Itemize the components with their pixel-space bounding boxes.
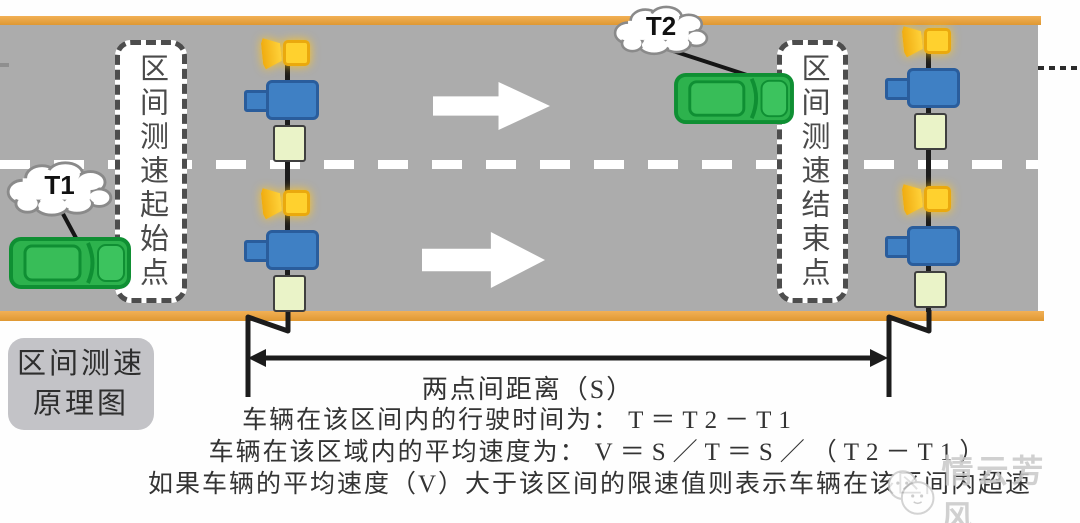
cloud-icon [613,5,709,56]
watermark-mascot-icon [887,470,935,515]
flash-lamp-icon [903,24,951,58]
road-edge-top [0,16,1041,25]
control-box-icon [273,125,306,162]
dotted-guide-line [1038,66,1080,70]
lane-divider-line [0,160,1038,169]
camera-pole-left [285,54,290,312]
avg-speed-line: 车辆在该区域内的平均速度为： V＝S／T＝S／（T2－T1） [120,432,1080,468]
cloud-icon [6,161,113,217]
flash-lamp-icon [262,186,310,220]
avg-speed-formula: V＝S／T＝S／（T2－T1） [594,439,992,466]
road-edge-bottom [0,311,1044,321]
flash-body [283,190,310,216]
speed-camera-unit [885,24,963,150]
car-icon [9,237,131,289]
t2-label: T2 [645,11,677,41]
control-box-icon [914,113,947,150]
t1-cloud: T1 [1,157,118,219]
flash-lamp-icon [262,36,310,70]
watermark: 情云芳风 [884,446,1080,523]
title-line-1: 区间测速 [16,348,145,380]
conclusion-line: 如果车辆的平均速度（V）大于该区间的限速值则表示车辆在该区间内超速 [147,471,1033,498]
flash-horn [260,185,282,221]
end-zone-label: 区间测速结束点 [797,52,829,291]
avg-speed-label: 车辆在该区域内的平均速度为： [208,439,587,466]
car-icon [674,72,794,125]
flash-body [924,28,951,54]
distance-label: 两点间距离（S） [421,375,635,404]
distance-arrowhead-left [248,349,266,367]
title-line-2: 原理图 [32,388,129,420]
speed-camera-unit [244,186,322,312]
camera-body-icon [266,230,319,270]
travel-time-formula: T＝T2－T1 [628,407,798,434]
camera-body-icon [907,226,960,266]
flash-body [283,40,310,66]
t2-cloud: T2 [609,1,713,58]
diagram-title-box: 区间测速 原理图 [8,338,154,430]
flash-body [924,186,951,212]
control-box-icon [273,275,306,312]
speed-camera-unit [244,36,322,162]
travel-time-label: 车辆在该区间内的行驶时间为： [242,407,621,434]
flash-lamp-icon [903,182,951,216]
left-edge-tick [0,63,9,67]
speed-camera-unit [885,182,963,308]
camera-pole-right [926,42,931,312]
flash-horn [901,181,923,217]
t1-label: T1 [44,169,75,200]
start-zone-label: 区间测速起始点 [135,52,168,291]
distance-arrowhead-right [870,349,888,367]
control-box-icon [914,271,947,308]
watermark-text: 情云芳风 [941,453,1047,523]
camera-body-icon [266,80,319,120]
camera-body-icon [907,68,960,108]
travel-time-line: 车辆在该区间内的行驶时间为： T＝T2－T1 [0,400,1040,436]
flash-horn [901,23,923,59]
flash-horn [260,35,282,71]
